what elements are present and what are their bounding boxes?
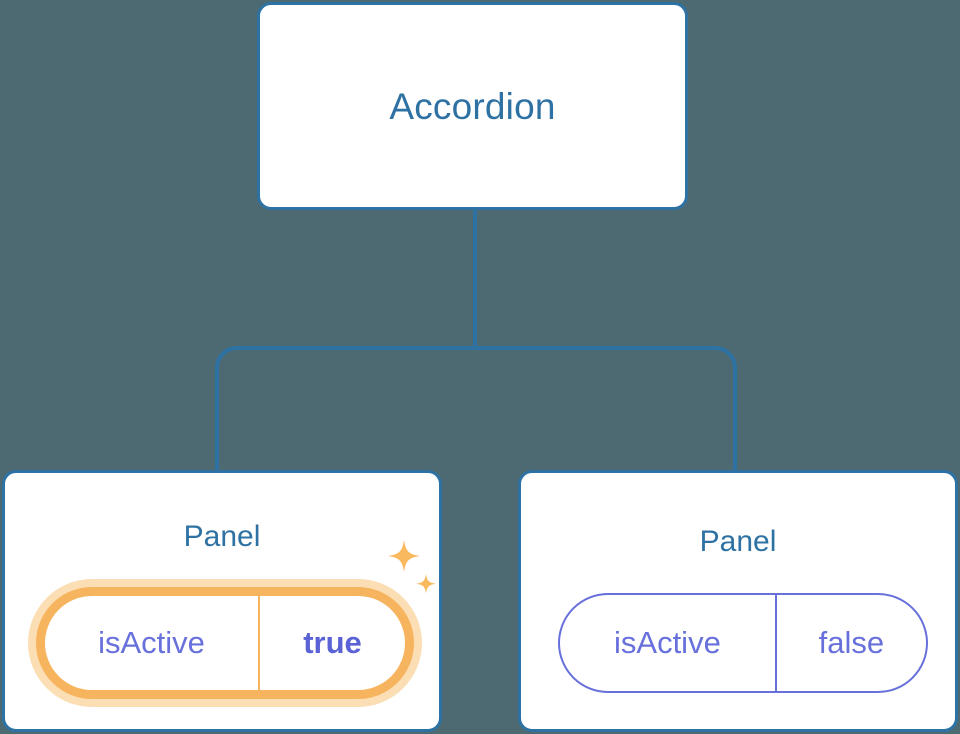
prop-pill-isactive-false[interactable]: isActive false	[558, 593, 928, 693]
prop-key: isActive	[560, 595, 777, 691]
node-panel-inactive[interactable]: Panel isActive false	[518, 470, 958, 732]
prop-key: isActive	[45, 596, 260, 690]
node-title: Panel	[183, 520, 261, 553]
edge-root-to-panel-1	[215, 346, 475, 472]
node-panel-active[interactable]: Panel isActive true	[2, 470, 442, 732]
prop-value: false	[818, 625, 885, 660]
prop-pill-isactive-true[interactable]: isActive true	[36, 587, 414, 699]
node-title: Accordion	[389, 85, 556, 127]
edge-root-to-panel-2	[475, 346, 737, 472]
prop-value: true	[303, 625, 362, 660]
node-accordion[interactable]: Accordion	[257, 2, 688, 210]
node-title: Panel	[699, 525, 777, 558]
